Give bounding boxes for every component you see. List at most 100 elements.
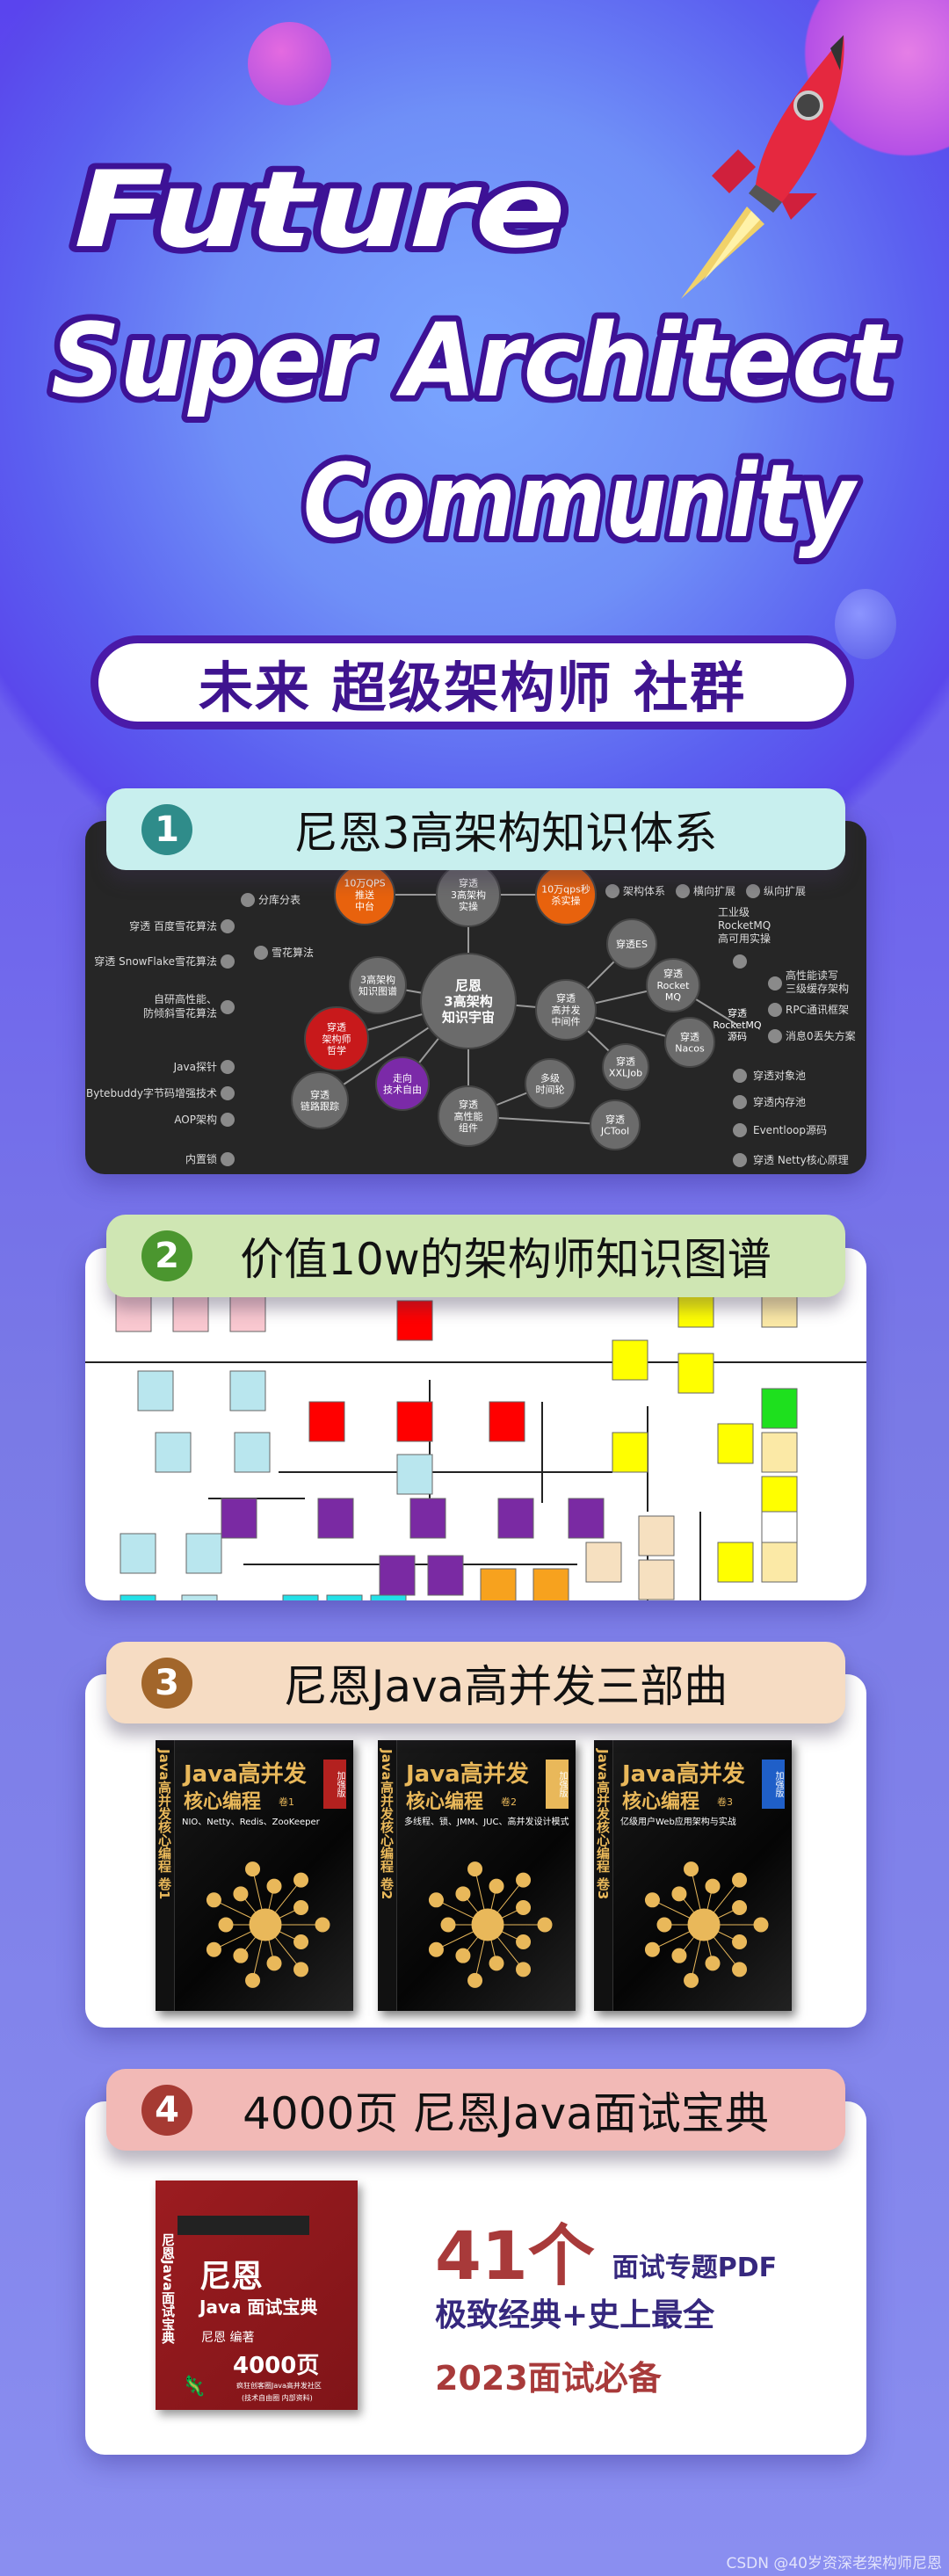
mindmap-dot — [733, 954, 747, 969]
mindmap-node — [664, 1017, 715, 1068]
section-3-header: 3 尼恩Java高并发三部曲 — [106, 1642, 845, 1723]
flow-node — [379, 1555, 416, 1596]
hero-line-super-architect: Super Architect — [51, 302, 898, 420]
edition-badge: 加强版 — [546, 1760, 569, 1809]
flow-node — [761, 1432, 798, 1473]
hero-line-future: Future — [74, 149, 566, 272]
mindmap-dot — [221, 1086, 235, 1100]
book-title: Java高并发 — [622, 1761, 745, 1788]
cover-subtitle: Java 面试宝典 — [199, 2297, 318, 2318]
mindmap-dot — [605, 884, 619, 898]
mindmap-diagram: 分库分表架构体系横向扩展纵向扩展穿透 百度雪花算法雪花算法穿透 SnowFlak… — [86, 862, 856, 1167]
book-network-graphic — [428, 1861, 553, 1988]
mindmap-label: Bytebuddy字节码增强技术 — [86, 1086, 217, 1099]
section-4-header: 4 4000页 尼恩Java面试宝典 — [106, 2069, 845, 2151]
mindmap-label: RocketMQ — [718, 919, 771, 932]
book-subtitle: 核心编程 — [622, 1791, 700, 1813]
flow-node — [638, 1515, 675, 1556]
mindmap-label: 穿透对象池 — [753, 1069, 806, 1082]
mindmap-node-label: 穿透ES — [616, 938, 648, 950]
section-1-header: 1 尼恩3高架构知识体系 — [106, 788, 845, 870]
flow-node — [185, 1533, 222, 1574]
book-spine: Java高并发核心编程 卷3 — [594, 1740, 613, 2011]
mindmap-node-label: 3高架构知识图谱 — [359, 973, 397, 997]
book-title: Java高并发 — [184, 1761, 307, 1788]
mindmap-label: 雪花算法 — [272, 946, 314, 959]
mindmap-label: 穿透 Netty核心原理 — [753, 1153, 849, 1166]
cover-title: 尼恩 — [199, 2259, 264, 2295]
book-volume: 卷3 — [717, 1796, 733, 1808]
flow-node — [396, 1454, 433, 1495]
cover-banner — [177, 2216, 309, 2235]
edition-badge: 加强版 — [323, 1760, 346, 1809]
mindmap-dot — [768, 1003, 782, 1017]
flow-node — [282, 1594, 319, 1600]
edition-badge: 加强版 — [762, 1760, 785, 1809]
mindmap-label: 穿透 SnowFlake雪花算法 — [94, 954, 217, 968]
section-number-badge: 3 — [141, 1657, 192, 1709]
mindmap-node — [420, 953, 517, 1049]
mindmap-label: 分库分表 — [258, 893, 301, 906]
promo-line-3: 2023面试必备 — [435, 2359, 662, 2398]
flow-node — [137, 1370, 174, 1411]
flow-node — [181, 1594, 218, 1600]
book-volume: 卷2 — [501, 1796, 517, 1808]
book-spine: Java高并发核心编程 卷1 — [156, 1740, 175, 2011]
mindmap-dot — [768, 1029, 782, 1043]
flow-node — [120, 1594, 156, 1600]
cover-community: 疯狂创客圈Java高并发社区 — [236, 2382, 322, 2390]
mindmap-node — [525, 1058, 576, 1109]
mindmap-node-label: 走向技术自由 — [383, 1071, 422, 1095]
book-volume: 卷1 — [279, 1796, 294, 1808]
mindmap-dot — [733, 1123, 747, 1137]
flow-node — [172, 1291, 209, 1332]
book-cover-1: Java高并发核心编程 卷1 Java高并发 核心编程 卷1 加强版 NIO、N… — [156, 1740, 353, 2011]
flow-node — [427, 1555, 464, 1596]
flow-node — [761, 1388, 798, 1429]
flow-node — [497, 1498, 534, 1539]
watermark: CSDN @40岁资深老架构师尼恩 — [726, 2555, 942, 2572]
mindmap-node-label: 多级时间轮 — [536, 1071, 565, 1095]
mindmap-label: 防倾斜雪花算法 — [143, 1006, 217, 1020]
mindmap-node — [590, 1099, 641, 1150]
section-title: 尼恩Java高并发三部曲 — [283, 1660, 728, 1712]
flow-node — [612, 1339, 648, 1381]
mindmap-label: 内置锁 — [185, 1152, 217, 1165]
book-title: Java高并发 — [406, 1761, 529, 1788]
flow-node — [761, 1542, 798, 1583]
mindmap-dot — [221, 1060, 235, 1074]
flow-node — [308, 1401, 345, 1442]
mindmap-label: 工业级 — [718, 906, 750, 918]
mindmap-node-label: 穿透链路跟踪 — [301, 1088, 339, 1112]
mindmap-dot — [221, 954, 235, 969]
mindmap-label: 自研高性能、 — [154, 992, 217, 1005]
mindmap-node — [349, 956, 407, 1014]
flow-node — [585, 1542, 622, 1583]
book-spine: Java高并发核心编程 卷2 — [378, 1740, 397, 2011]
mindmap-dot — [768, 976, 782, 990]
mindmap-node-label: 穿透架构师哲学 — [322, 1021, 351, 1056]
flow-node — [155, 1432, 192, 1473]
section-title: 价值10w的架构师知识图谱 — [240, 1234, 772, 1285]
book-cover-2: Java高并发核心编程 卷2 Java高并发 核心编程 卷2 加强版 多线程、锁… — [378, 1740, 576, 2011]
mindmap-node — [375, 1056, 430, 1111]
mindmap-label: 穿透内存池 — [753, 1095, 806, 1108]
flow-node — [115, 1291, 152, 1332]
book-topics: 亿级用户Web应用架构与实战 — [620, 1818, 736, 1827]
flow-node — [221, 1498, 257, 1539]
mindmap-dot — [746, 884, 760, 898]
tagline-pill: 未来 超级架构师 社群 — [91, 635, 854, 729]
decor-ball-blue — [835, 589, 896, 659]
mindmap-label: 穿透 百度雪花算法 — [129, 919, 217, 932]
flow-node — [677, 1353, 714, 1394]
mindmap-label: 三级缓存架构 — [786, 982, 849, 995]
section-number-badge: 4 — [141, 2084, 192, 2136]
section-title: 尼恩3高架构知识体系 — [293, 807, 718, 859]
book-spine-text: 尼恩Java面试宝典 — [160, 2233, 176, 2344]
